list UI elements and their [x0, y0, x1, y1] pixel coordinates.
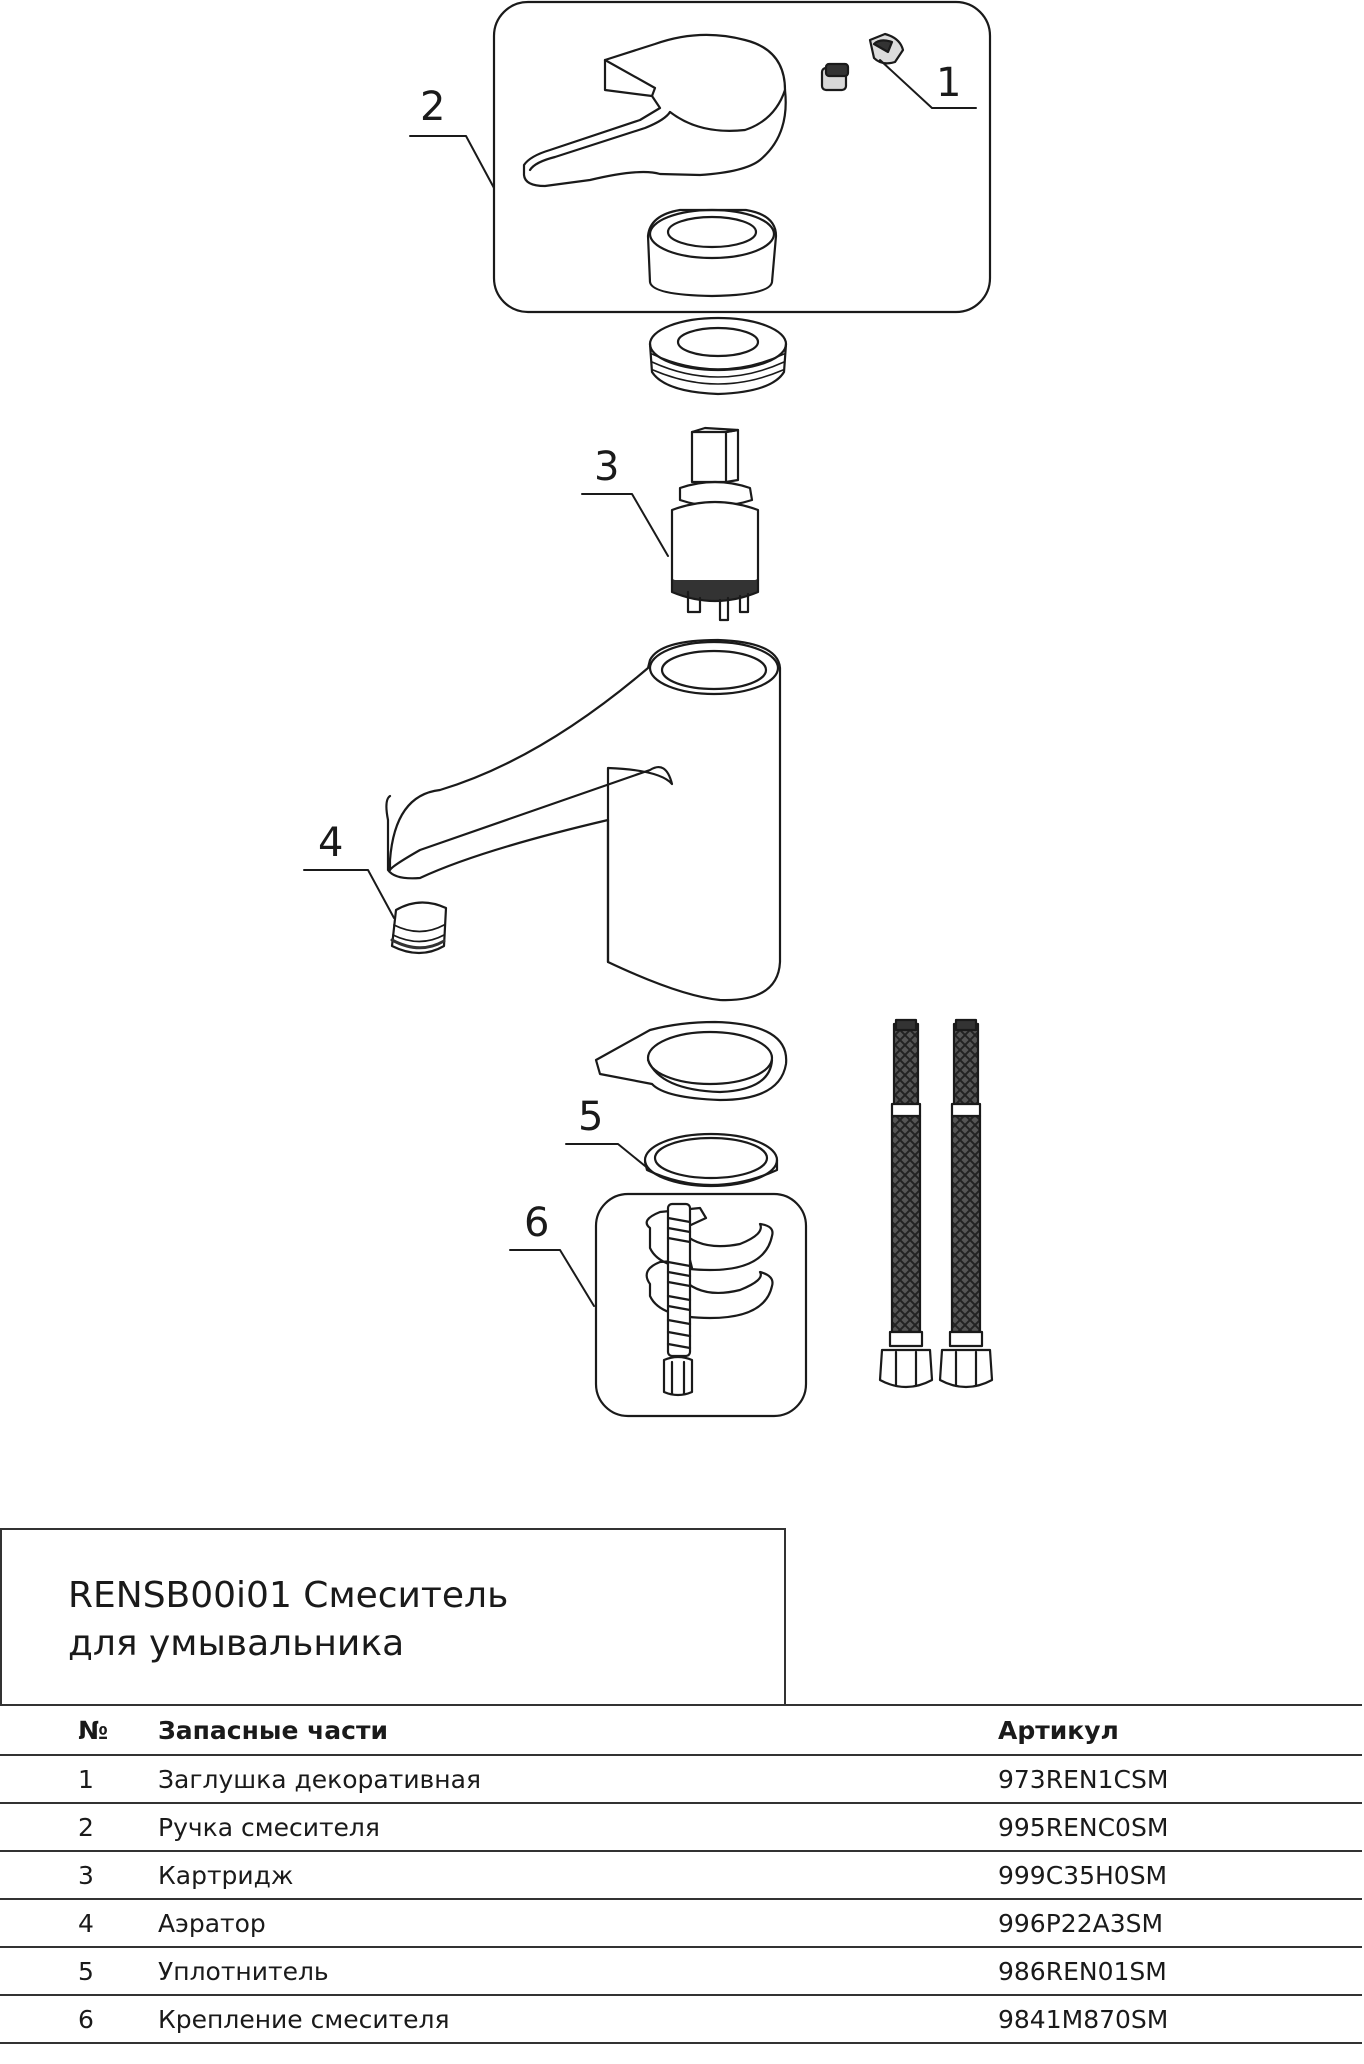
- base-plate-part: [594, 1020, 788, 1102]
- callout-5: 5: [578, 1094, 603, 1140]
- cartridge-part: [670, 426, 760, 622]
- faucet-body-part: [385, 638, 782, 1002]
- row-part-name: Уплотнитель: [158, 1946, 998, 1996]
- row-number: 6: [0, 1994, 158, 2044]
- handle-group-frame: [492, 0, 992, 314]
- row-part-name: Ручка смесителя: [158, 1802, 998, 1852]
- exploded-view-drawing: 1 2 3 4 5 6: [303, 0, 994, 1418]
- flexible-hoses: [878, 1018, 994, 1389]
- table-header-row: № Запасные части Артикул: [0, 1704, 1362, 1756]
- row-part-name: Аэратор: [158, 1898, 998, 1948]
- header-number: №: [0, 1704, 158, 1756]
- threaded-nut-part: [648, 316, 788, 396]
- lever-handle-part: [522, 33, 787, 188]
- callout-1: 1: [936, 60, 961, 106]
- product-title-line1: RENSB00i01 Смеситель: [68, 1575, 509, 1616]
- row-article: 999C35H0SM: [998, 1850, 1362, 1900]
- row-number: 3: [0, 1850, 158, 1900]
- row-number: 4: [0, 1898, 158, 1948]
- row-part-name: Крепление смесителя: [158, 1994, 998, 2044]
- callout-3: 3: [594, 444, 619, 490]
- header-article: Артикул: [998, 1704, 1362, 1756]
- title-box: RENSB00i01 Смеситель для умывальника: [0, 1528, 786, 1704]
- table-row: 1 Заглушка декоративная 973REN1CSM: [0, 1754, 1362, 1804]
- table-row: 2 Ручка смесителя 995RENC0SM: [0, 1802, 1362, 1852]
- aerator-part: [390, 901, 448, 955]
- product-title-line2: для умывальника: [68, 1623, 405, 1664]
- header-part-name: Запасные части: [158, 1704, 998, 1756]
- table-row: 3 Картридж 999C35H0SM: [0, 1850, 1362, 1900]
- cover-ring-part: [646, 208, 778, 298]
- callout-2: 2: [420, 84, 445, 130]
- callout-4: 4: [318, 820, 343, 866]
- leader-lines: [303, 59, 977, 1307]
- row-number: 1: [0, 1754, 158, 1804]
- row-part-name: Картридж: [158, 1850, 998, 1900]
- row-number: 2: [0, 1802, 158, 1852]
- decorative-cap-part: [820, 32, 905, 92]
- table-row: 5 Уплотнитель 986REN01SM: [0, 1946, 1362, 1996]
- mounting-kit-frame: [594, 1192, 808, 1418]
- row-article: 9841M870SM: [998, 1994, 1362, 2044]
- row-article: 995RENC0SM: [998, 1802, 1362, 1852]
- callout-6: 6: [524, 1200, 549, 1246]
- row-article: 996P22A3SM: [998, 1898, 1362, 1948]
- table-row: 4 Аэратор 996P22A3SM: [0, 1898, 1362, 1948]
- row-number: 5: [0, 1946, 158, 1996]
- row-article: 986REN01SM: [998, 1946, 1362, 1996]
- spare-parts-table: № Запасные части Артикул 1 Заглушка деко…: [0, 1704, 1362, 2044]
- seal-ring-part: [643, 1132, 779, 1188]
- product-title: RENSB00i01 Смеситель для умывальника: [68, 1572, 508, 1668]
- row-article: 973REN1CSM: [998, 1754, 1362, 1804]
- mounting-kit-part: [645, 1202, 774, 1397]
- table-row: 6 Крепление смесителя 9841M870SM: [0, 1994, 1362, 2044]
- row-part-name: Заглушка декоративная: [158, 1754, 998, 1804]
